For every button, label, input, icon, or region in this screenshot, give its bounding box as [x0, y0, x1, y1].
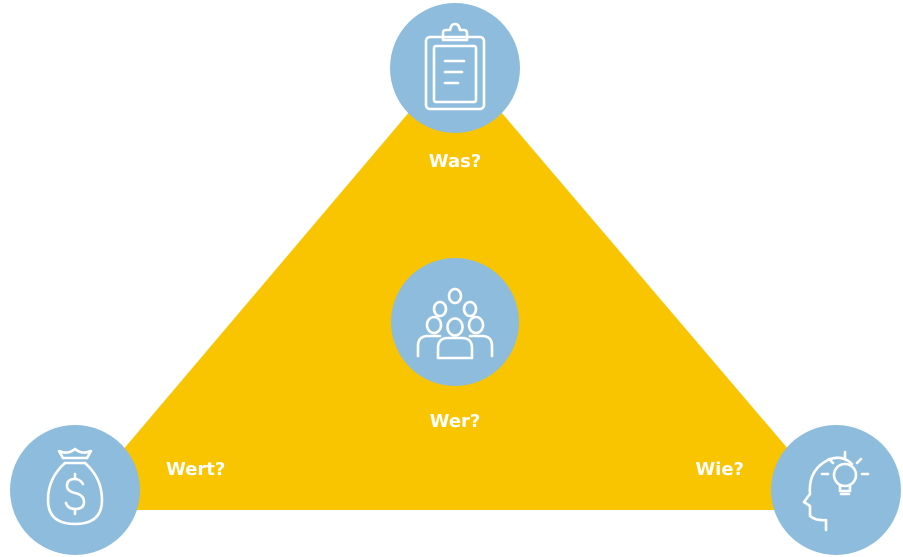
label-was: Was?: [429, 151, 482, 172]
right-node: [771, 425, 901, 555]
center-circle: [391, 258, 519, 386]
left-node: [10, 425, 140, 555]
label-wer: Wer?: [430, 411, 481, 432]
left-circle: [10, 425, 140, 555]
top-circle: [390, 3, 520, 133]
right-circle: [771, 425, 901, 555]
top-node: [390, 3, 520, 133]
head-lightbulb-icon: [802, 450, 870, 532]
center-node: [391, 258, 519, 386]
group-people-icon: [416, 287, 494, 360]
money-bag-icon: [46, 447, 104, 526]
label-wie: Wie?: [695, 459, 744, 480]
clipboard-icon: [424, 22, 486, 111]
label-wert: Wert?: [166, 459, 225, 480]
